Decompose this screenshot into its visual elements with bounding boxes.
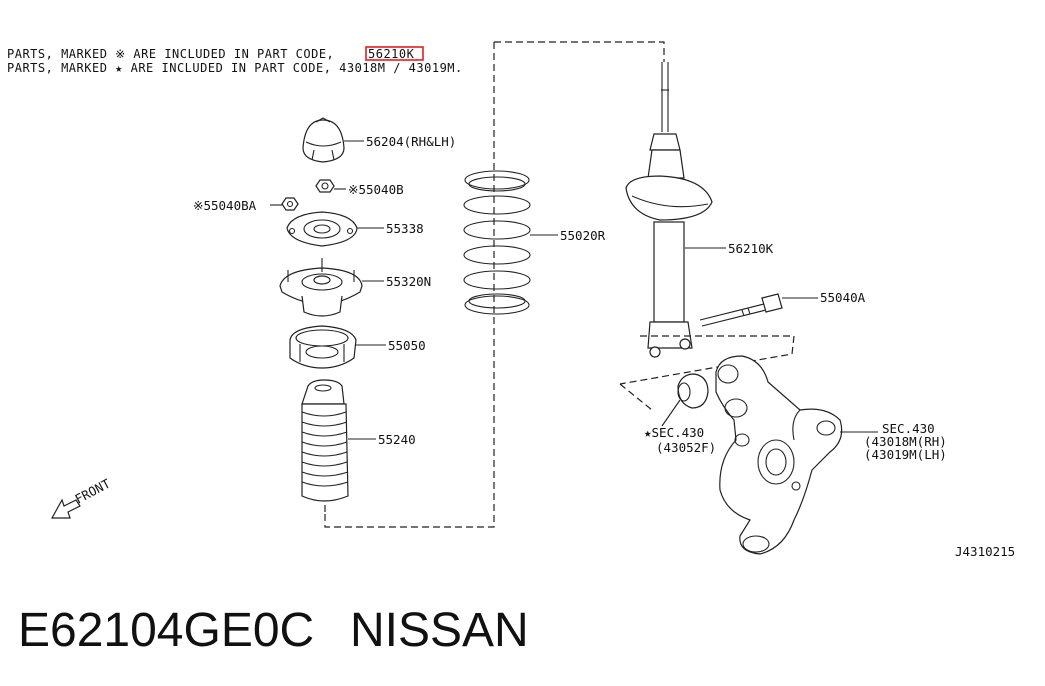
label-knuckle-lh: (43019M(LH) bbox=[864, 447, 947, 462]
label-mount: 55320N bbox=[386, 274, 431, 289]
bushing-part bbox=[677, 373, 709, 409]
bump-cap-part bbox=[302, 117, 345, 163]
assembly-frame-side bbox=[324, 42, 495, 528]
label-knuckle-rh: (43018M(RH) bbox=[864, 434, 947, 449]
nut-b-part bbox=[315, 179, 335, 193]
label-front: FRONT bbox=[72, 476, 113, 507]
knuckle-part bbox=[715, 355, 843, 555]
mount-part bbox=[279, 258, 363, 317]
label-spring: 55020R bbox=[560, 228, 606, 243]
spring-part bbox=[463, 170, 531, 315]
diagram-id: J4310215 bbox=[955, 544, 1015, 559]
note-line-1: PARTS, MARKED ※ ARE INCLUDED IN PART COD… bbox=[7, 47, 334, 61]
label-seat: 55050 bbox=[388, 338, 426, 353]
front-arrow-icon bbox=[50, 498, 81, 519]
label-sec430-knuckle: SEC.430 bbox=[882, 421, 935, 436]
leader-bushing bbox=[661, 399, 681, 427]
label-strut: 56210K bbox=[728, 241, 774, 256]
strut-part bbox=[625, 62, 713, 358]
label-bump-cap: 56204(RH&LH) bbox=[366, 134, 456, 149]
assembly-frame-top bbox=[494, 41, 665, 62]
seat-part bbox=[289, 325, 357, 369]
boot-part bbox=[301, 379, 349, 502]
label-bolt: 55040A bbox=[820, 290, 866, 305]
label-nut-ba: ※55040BA bbox=[193, 198, 257, 213]
caption-brand: NISSAN bbox=[350, 604, 529, 657]
highlight-box bbox=[365, 46, 424, 61]
label-plate: 55338 bbox=[386, 221, 424, 236]
bolt-part bbox=[699, 293, 783, 327]
label-bushing-code: (43052F) bbox=[656, 440, 716, 455]
nut-ba-part bbox=[281, 197, 299, 211]
label-nut-b: ※55040B bbox=[348, 182, 404, 197]
caption-part-number: E62104GE0C bbox=[18, 604, 314, 657]
label-boot: 55240 bbox=[378, 432, 416, 447]
plate-part bbox=[286, 211, 358, 247]
alignment-dashed-line bbox=[619, 335, 795, 385]
note-code-highlight: 56210K bbox=[368, 47, 415, 61]
alignment-dashed-line-2 bbox=[619, 383, 653, 411]
label-sec430-bushing: ★SEC.430 bbox=[644, 425, 704, 440]
note-line-2: PARTS, MARKED ★ ARE INCLUDED IN PART COD… bbox=[7, 61, 463, 75]
